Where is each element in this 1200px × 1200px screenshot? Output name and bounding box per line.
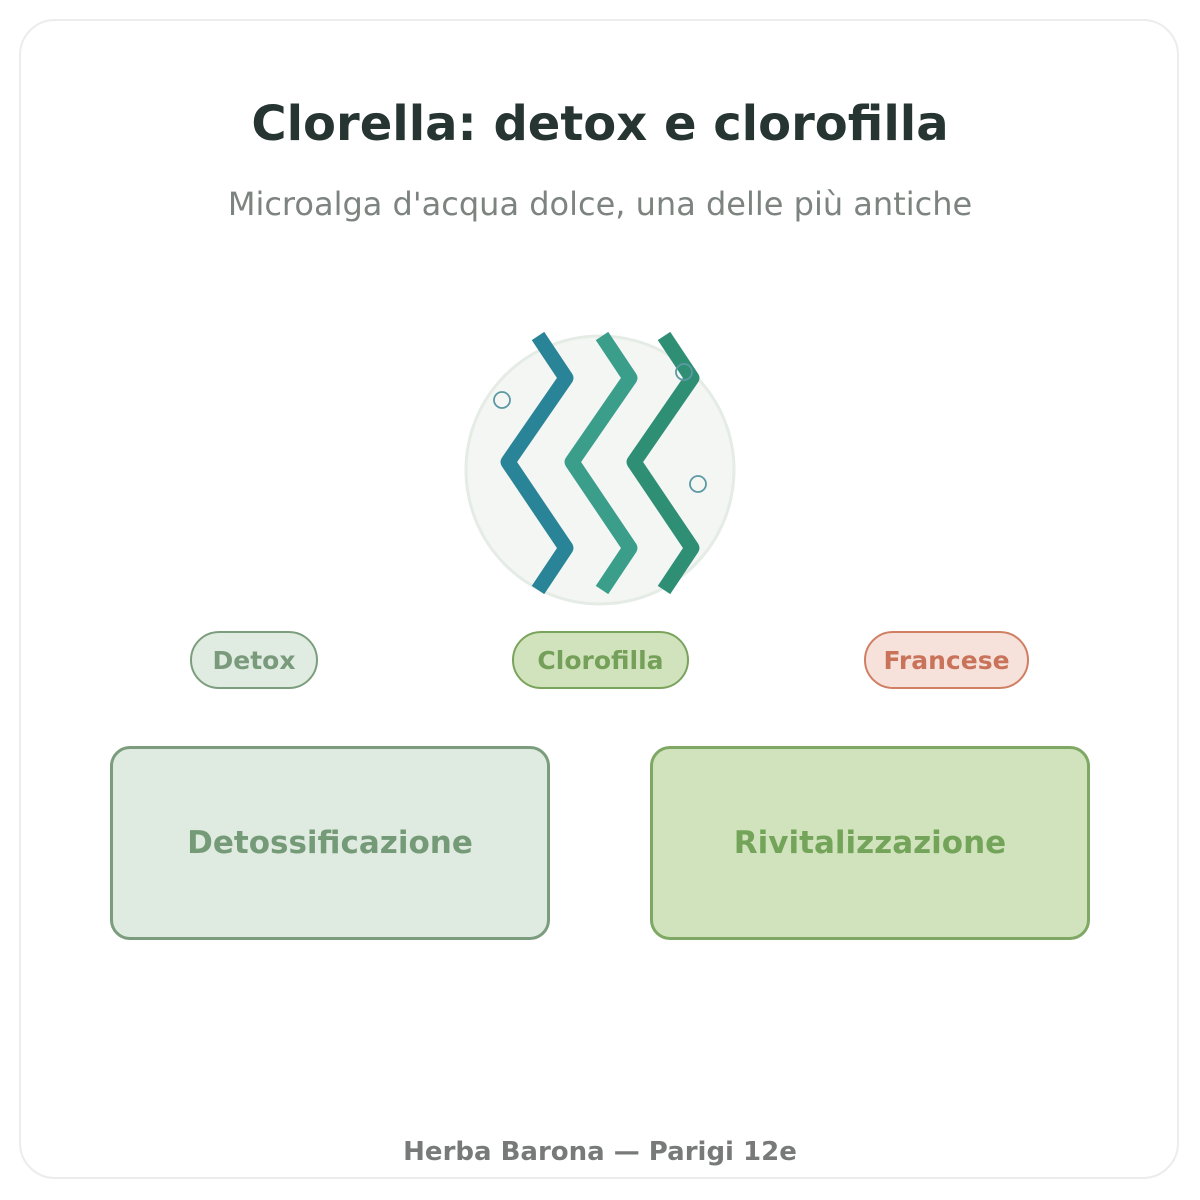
tag-french: Francese	[864, 631, 1029, 689]
tag-detox: Detox	[190, 631, 318, 689]
benefit-detoxification: Detossificazione	[110, 746, 550, 940]
wave-line-1	[500, 331, 574, 595]
chlorella-algae-wave-icon	[464, 331, 736, 606]
benefit-revitalization: Rivitalizzazione	[650, 746, 1090, 940]
bubble-icon	[689, 475, 707, 493]
tag-chlorophyll: Clorofilla	[512, 631, 689, 689]
page-subtitle: Microalga d'acqua dolce, una delle più a…	[227, 185, 973, 223]
page-title: Clorella: detox e clorofilla	[251, 96, 949, 152]
bubble-icon	[493, 391, 511, 409]
wave-line-2	[564, 331, 638, 595]
footer-brand: Herba Barona — Parigi 12e	[403, 1137, 797, 1167]
bubble-icon	[675, 363, 693, 381]
